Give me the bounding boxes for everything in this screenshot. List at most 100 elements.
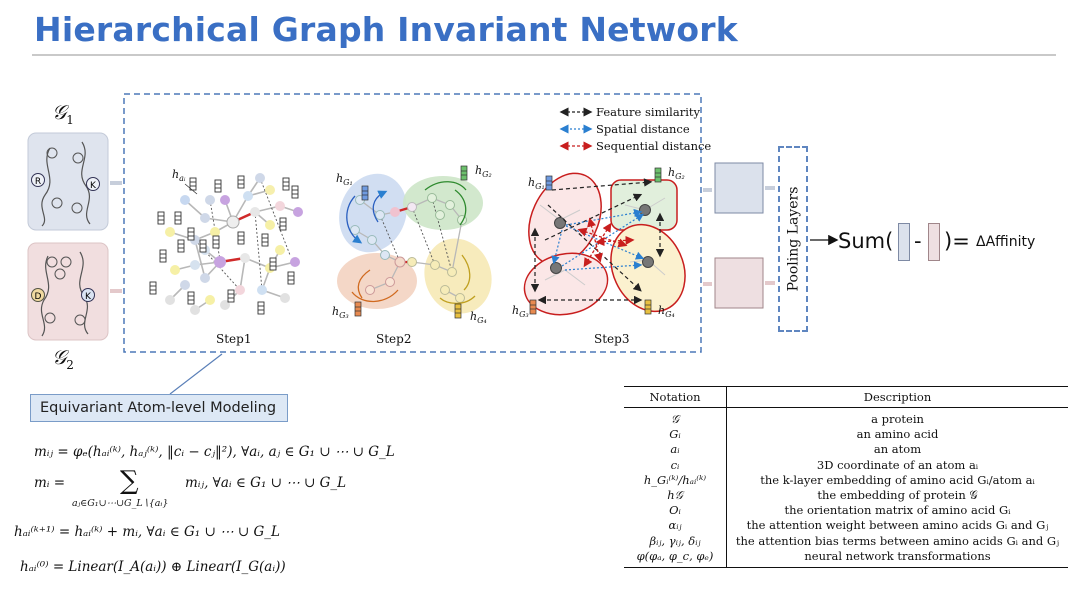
equivariant-callout: Equivariant Atom-level Modeling <box>30 394 288 422</box>
minus-sign: - <box>914 229 922 253</box>
description-cell: the embedding of protein 𝒢 <box>817 488 978 503</box>
graph-1-subscript: 1 <box>66 113 74 127</box>
equation-update: hₐᵢ⁽ᵏ⁺¹⁾ = hₐᵢ⁽ᵏ⁾ + mᵢ, ∀aᵢ ∈ G₁ ∪ ⋯ ∪ G… <box>14 524 280 540</box>
notation-cell: βᵢⱼ, γᵢⱼ, δᵢⱼ <box>624 533 727 549</box>
h-g4-label-step2: hG₄ <box>470 310 487 325</box>
graph-2-subscript: 2 <box>66 358 74 372</box>
h-ai-label: haᵢ <box>172 168 185 183</box>
description-cell: 3D coordinate of an atom aᵢ <box>816 457 979 472</box>
residue-d-icon <box>31 288 45 302</box>
h-g2-label-step3: hG₂ <box>668 166 685 181</box>
equation-aggregate-rhs: mᵢⱼ, ∀aᵢ ∈ G₁ ∪ ⋯ ∪ G_L <box>185 475 347 491</box>
h-g4-subscript-3: G₄ <box>665 310 675 320</box>
h-g3-symbol-3: h <box>512 304 520 317</box>
step3-graph <box>523 167 686 316</box>
h-g3-subscript-3: G₃ <box>519 310 529 320</box>
step3-node-2 <box>639 204 651 216</box>
h-g3-label-step2: hG₃ <box>332 305 349 320</box>
description-cell: an amino acid <box>856 427 939 442</box>
notation-header: Notation <box>624 386 727 408</box>
step3-node-1 <box>554 217 566 229</box>
notation-cell: aᵢ <box>624 442 727 458</box>
legend-sequential-label: Sequential distance <box>596 139 712 153</box>
summation-symbol: ∑ <box>120 466 139 496</box>
description-cell: the attention bias terms between amino a… <box>735 533 1060 548</box>
graph-1-label: 𝒢1 <box>52 100 74 127</box>
summation-range: aⱼ∈G₁∪⋯∪G_L∖{aᵢ} <box>72 498 169 509</box>
description-cell: an atom <box>873 442 922 457</box>
sum-close: )= <box>944 229 970 253</box>
sum-label: Sum( <box>838 229 894 253</box>
pooling-layers-box <box>778 146 808 332</box>
notation-cell: 𝒢 <box>624 407 727 428</box>
notation-cell: αᵢⱼ <box>624 518 727 534</box>
h-g4-label-step3: hG₄ <box>658 304 675 319</box>
notation-cell: h𝒢 <box>624 488 727 504</box>
protein-2-embedding <box>714 257 764 309</box>
equation-message: mᵢⱼ = φₑ(hₐᵢ⁽ᵏ⁾, hₐⱼ⁽ᵏ⁾, ‖cᵢ − cⱼ‖²), ∀a… <box>34 444 395 460</box>
graph-1-symbol: 𝒢 <box>52 100 67 124</box>
residue-k-icon <box>86 177 100 191</box>
legend-feature-label: Feature similarity <box>596 105 700 119</box>
description-cell: the k-layer embedding of amino acid Gᵢ/a… <box>760 472 1035 487</box>
graph-2-box <box>27 242 109 341</box>
description-header: Description <box>863 390 932 404</box>
graph-2-label: 𝒢2 <box>52 345 74 372</box>
step2-graph <box>337 165 492 319</box>
h-g2-subscript: G₂ <box>482 170 492 180</box>
graph-1-panel: R K <box>27 132 109 231</box>
h-ai-symbol: h <box>172 168 180 181</box>
description-cell: the attention weight between amino acids… <box>746 518 1049 533</box>
h-g3-subscript: G₃ <box>339 311 349 321</box>
notation-cell: Gᵢ <box>624 427 727 443</box>
h-g1-label-step3: hG₁ <box>528 176 545 191</box>
step3-node-3 <box>550 262 562 274</box>
residue-r-text: R <box>35 177 41 187</box>
h-g2-symbol: h <box>475 164 483 177</box>
h-g4-symbol-3: h <box>658 304 666 317</box>
h-g1-symbol: h <box>336 172 344 185</box>
h-g2-subscript-3: G₂ <box>675 172 685 182</box>
residue-k2-text: K <box>85 292 92 302</box>
delta-affinity-label: ΔAffinity <box>976 234 1036 250</box>
h-g1-subscript: G₁ <box>343 178 353 188</box>
page-title: Hierarchical Graph Invariant Network <box>34 10 738 49</box>
notation-cell: h_Gᵢ⁽ᵏ⁾/hₐᵢ⁽ᵏ⁾ <box>624 472 727 489</box>
residue-r-icon <box>31 173 45 187</box>
notation-cell: φ(φₐ, φ_c, φₑ) <box>624 548 727 568</box>
h-g2-label-step2: hG₂ <box>475 164 492 179</box>
legend-spatial-label: Spatial distance <box>596 122 690 136</box>
h-g3-label-step3: hG₃ <box>512 304 529 319</box>
equation-aggregate-lhs: mᵢ = <box>34 475 66 491</box>
sum-bar-protein-2 <box>928 223 940 261</box>
model-frame <box>123 93 702 353</box>
residue-k-text: K <box>90 181 97 191</box>
step1-label: Step1 <box>216 332 252 346</box>
notation-cell: Oᵢ <box>624 503 727 519</box>
h-g4-subscript: G₄ <box>477 316 487 326</box>
h-ai-subscript: aᵢ <box>179 174 186 184</box>
graph-2-symbol: 𝒢 <box>52 345 67 369</box>
pooling-layers-label-wrap: Pooling Layers <box>782 146 804 332</box>
description-cell: a protein <box>871 412 924 426</box>
h-g4-symbol: h <box>470 310 478 323</box>
sum-bar-protein-1 <box>898 223 910 261</box>
notation-cell: cᵢ <box>624 457 727 473</box>
step1-graph <box>149 173 303 315</box>
graph-2-panel: D K <box>27 242 109 341</box>
residue-d-text: D <box>35 292 42 302</box>
legend <box>559 107 593 151</box>
description-cell: the orientation matrix of amino acid Gᵢ <box>784 503 1011 518</box>
equation-init: hₐᵢ⁽⁰⁾ = Linear(I_A(aᵢ)) ⊕ Linear(I_G(aᵢ… <box>20 559 286 575</box>
description-cell: neural network transformations <box>804 548 991 563</box>
h-g3-symbol: h <box>332 305 340 318</box>
h-g1-symbol-3: h <box>528 176 536 189</box>
callout-pointer <box>169 353 223 395</box>
pooling-layers-label: Pooling Layers <box>785 186 801 292</box>
step3-node-4 <box>642 256 654 268</box>
step2-label: Step2 <box>376 332 412 346</box>
title-divider <box>32 54 1056 56</box>
protein-1-embedding <box>714 162 764 214</box>
